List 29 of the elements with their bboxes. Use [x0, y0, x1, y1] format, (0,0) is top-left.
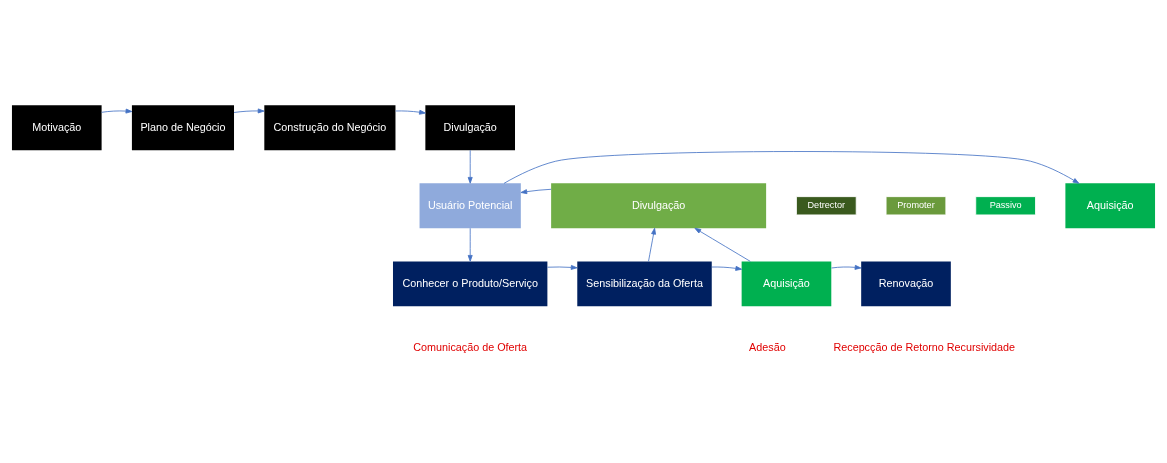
- node-box: Plano de Negócio: [131, 105, 234, 151]
- label: Comunicação de Oferta: [413, 341, 528, 354]
- label: Recepcção de Retorno Recursividade: [833, 341, 1016, 354]
- arrow: [503, 151, 1080, 184]
- node-box: Sensibilização da Oferta: [577, 261, 712, 307]
- arrow: [547, 264, 578, 270]
- arrow: [648, 227, 656, 262]
- node-box: Divulgação: [425, 105, 515, 151]
- node-box: Aquisição: [1065, 183, 1156, 229]
- legend-label: Promoter: [897, 200, 935, 211]
- arrow: [233, 108, 265, 114]
- label: Adesão: [749, 341, 786, 354]
- arrow: [711, 265, 742, 271]
- arrow: [831, 264, 862, 270]
- arrow: [395, 109, 426, 115]
- arrow: [520, 188, 552, 195]
- arrow: [467, 149, 473, 184]
- legend-label: Passivo: [989, 200, 1022, 211]
- node-box: Renovação: [861, 261, 951, 307]
- arrow: [467, 227, 473, 262]
- legend-label: Detrector: [807, 200, 846, 211]
- node-box: Construção do Negócio: [264, 105, 396, 151]
- node-box: Motivação: [11, 105, 102, 151]
- node-box: Usuário Potencial: [419, 183, 521, 229]
- arrow: [101, 108, 133, 114]
- node-box: Conhecer o Produto/Serviço: [393, 261, 548, 307]
- node-box: Aquisição: [741, 261, 832, 307]
- arrow: [694, 227, 751, 262]
- node-box: Divulgação: [551, 183, 767, 229]
